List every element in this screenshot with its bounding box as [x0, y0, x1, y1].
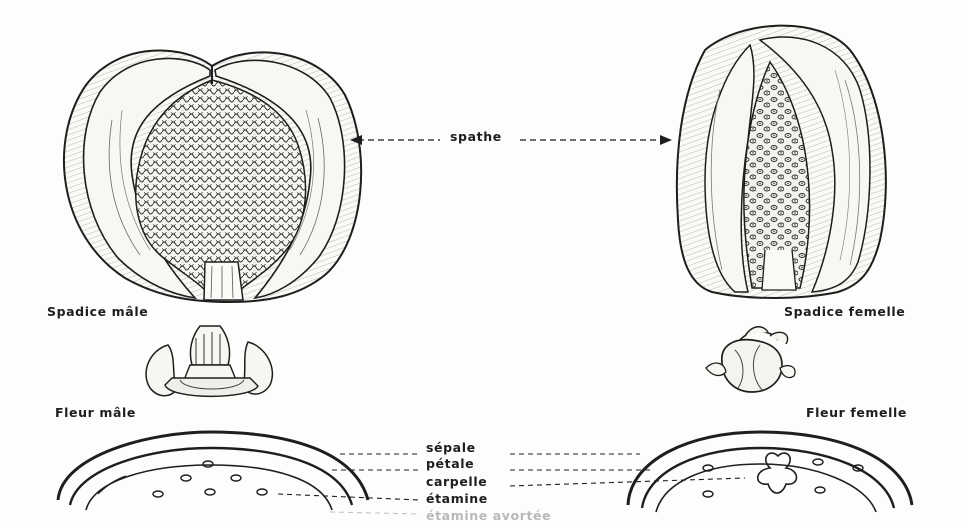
label-fleur-femelle: Fleur femelle — [806, 405, 907, 420]
male-spadix-stalk — [204, 262, 243, 300]
label-spadice-femelle: Spadice femelle — [784, 304, 905, 319]
label-petale: pétale — [426, 456, 474, 471]
male-floral-diagram — [58, 432, 368, 510]
female-flower-illustration — [706, 327, 795, 392]
label-carpelle: carpelle — [426, 474, 487, 489]
male-flower-illustration — [146, 326, 272, 396]
label-sepale: sépale — [426, 440, 476, 455]
label-fleur-male: Fleur mâle — [55, 405, 136, 420]
label-spathe: spathe — [450, 129, 502, 144]
label-spadice-male: Spadice mâle — [47, 304, 148, 319]
female-floral-diagram — [628, 432, 912, 512]
floral-part-pointers — [278, 454, 745, 514]
male-spadix-illustration — [64, 50, 361, 302]
spathe-pointer — [350, 135, 672, 145]
carpel-symbol — [758, 453, 797, 493]
label-etamine: étamine — [426, 491, 488, 506]
label-etamine-avortee: étamine avortée — [426, 508, 551, 523]
female-spadix-illustration — [677, 26, 886, 298]
